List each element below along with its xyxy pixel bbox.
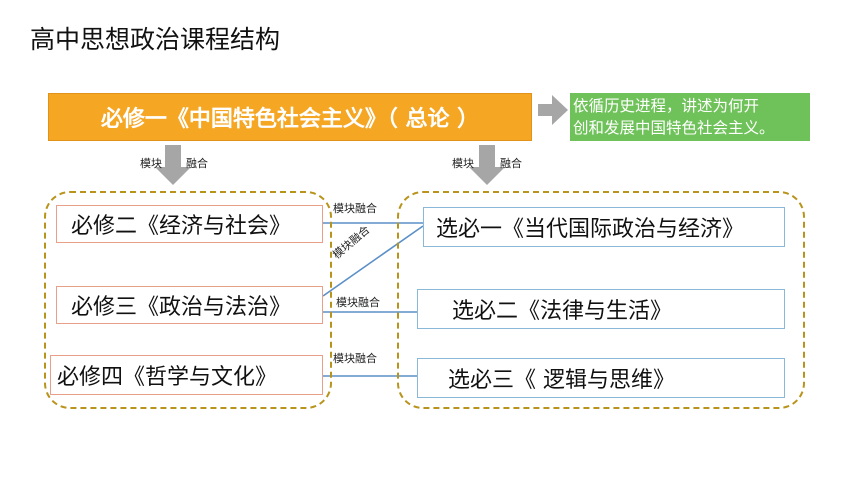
core-course-label: 必修一《中国特色社会主义》（ 总论 ） bbox=[100, 107, 480, 132]
required-course-4-label: 必修四《哲学与文化》 bbox=[57, 365, 278, 390]
elective-course-3-label: 选必三《 逻辑与思维》 bbox=[448, 368, 675, 393]
connector-line-diagonal bbox=[322, 225, 424, 297]
elective-course-2-label: 选必二《法律与生活》 bbox=[452, 299, 673, 324]
down-arrow-icon-right bbox=[469, 145, 505, 185]
connector-label-bottom: 模块融合 bbox=[333, 352, 377, 365]
arrow-label-module-left: 模块 bbox=[140, 157, 162, 170]
required-courses-group bbox=[44, 191, 332, 409]
page-title: 高中思想政治课程结构 bbox=[30, 25, 281, 54]
core-description-line-2: 创和发展中国特色社会主义。 bbox=[573, 119, 775, 137]
arrow-label-fusion-right: 融合 bbox=[500, 157, 522, 170]
core-course-box: 必修一《中国特色社会主义》（ 总论 ） bbox=[48, 93, 532, 141]
connector-label-middle: 模块融合 bbox=[336, 296, 380, 309]
right-arrow-icon bbox=[538, 95, 568, 125]
required-course-3-label: 必修三《政治与法治》 bbox=[71, 295, 292, 320]
core-description-box: 依循历史进程，讲述为何开 创和发展中国特色社会主义。 bbox=[570, 93, 810, 141]
elective-course-2: 选必二《法律与生活》 bbox=[417, 289, 785, 329]
required-course-2-label: 必修二《经济与社会》 bbox=[71, 214, 292, 239]
connector-label-top: 模块融合 bbox=[333, 202, 377, 215]
arrow-label-fusion-left: 融合 bbox=[186, 157, 208, 170]
arrow-label-module-right: 模块 bbox=[452, 157, 474, 170]
elective-courses-group bbox=[397, 191, 805, 409]
required-course-2: 必修二《经济与社会》 bbox=[56, 205, 323, 243]
required-course-4: 必修四《哲学与文化》 bbox=[50, 355, 323, 395]
elective-course-1: 选必一《当代国际政治与经济》 bbox=[423, 207, 785, 247]
down-arrow-icon-left bbox=[155, 145, 191, 185]
required-course-3: 必修三《政治与法治》 bbox=[56, 286, 323, 324]
elective-course-1-label: 选必一《当代国际政治与经济》 bbox=[436, 217, 745, 242]
core-description-line-1: 依循历史进程，讲述为何开 bbox=[573, 97, 760, 115]
elective-course-3: 选必三《 逻辑与思维》 bbox=[417, 358, 785, 398]
